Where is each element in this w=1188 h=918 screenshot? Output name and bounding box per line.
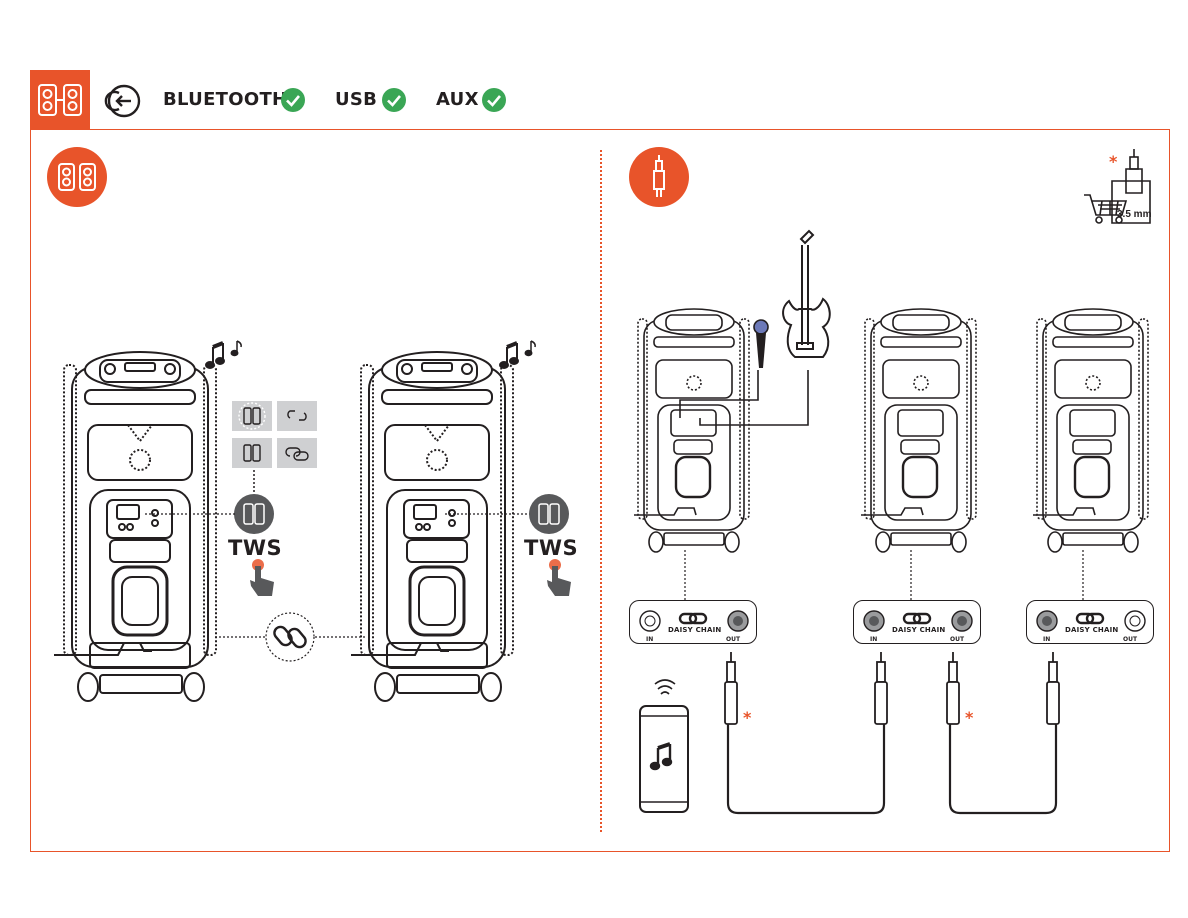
input-source-icon: [104, 84, 141, 118]
dotted-connector: [1082, 550, 1084, 600]
out-label: OUT: [1123, 636, 1138, 643]
tws-label: TWS: [524, 536, 579, 560]
daisy-chain-panel: DAISY CHAIN IN OUT: [629, 600, 757, 644]
check-circle-icon: [482, 88, 506, 112]
out-label: OUT: [950, 636, 965, 643]
music-note-icon: [649, 742, 673, 771]
cable-size-label: 3.5 mm: [1117, 209, 1152, 220]
daisy-chain-label: DAISY CHAIN: [668, 626, 722, 634]
bluetooth-label: BLUETOOTH: [163, 89, 288, 110]
tws-button-icon: [529, 494, 569, 534]
in-label: IN: [1043, 636, 1051, 643]
music-note-icon: [205, 340, 242, 369]
press-finger-icon: [547, 559, 571, 596]
chain-link-icon: [902, 612, 932, 625]
in-label: IN: [870, 636, 878, 643]
wifi-signal-icon: [654, 679, 676, 695]
dotted-connector: [910, 550, 912, 600]
aux-label: AUX: [436, 89, 479, 110]
daisy-chain-label: DAISY CHAIN: [1065, 626, 1119, 634]
tws-mode-badge: [47, 147, 107, 207]
tws-button-icon: [234, 470, 274, 534]
guitar-icon: [782, 229, 831, 358]
music-note-icon: [499, 340, 536, 369]
asterisk-mark: *: [965, 708, 974, 727]
instrument-cables: [679, 370, 809, 426]
check-circle-icon: [382, 88, 406, 112]
dotted-connector: [684, 550, 686, 600]
microphone-icon: [753, 319, 769, 368]
party-speaker-chain-2: [861, 308, 977, 553]
tws-label: TWS: [228, 536, 283, 560]
daisy-chain-label: DAISY CHAIN: [892, 626, 946, 634]
aux-mode-badge: [629, 147, 689, 207]
chain-link-icon: [273, 625, 307, 649]
tws-dotted-connector: [445, 513, 535, 515]
speaker-mode-tab: [30, 70, 90, 130]
aux-cables: [724, 652, 1060, 815]
two-speakers-icon: [58, 163, 96, 191]
usb-label: USB: [335, 89, 378, 110]
chain-link-icon: [1075, 612, 1105, 625]
tws-dotted-connector: [145, 513, 235, 515]
chain-link-icon: [678, 612, 708, 625]
party-speaker-chain-1: [634, 308, 750, 553]
daisy-chain-panel: DAISY CHAIN IN OUT: [853, 600, 981, 644]
check-circle-icon: [281, 88, 305, 112]
tws-link: [215, 612, 365, 662]
party-speaker-right: [351, 351, 514, 702]
asterisk-mark: *: [1109, 152, 1118, 171]
press-finger-icon: [250, 559, 274, 596]
asterisk-mark: *: [743, 708, 752, 727]
shopping-cart-icon: [1084, 149, 1151, 224]
in-label: IN: [646, 636, 654, 643]
instruction-frame: [30, 129, 1170, 852]
party-speaker-left: [54, 351, 217, 702]
daisy-chain-panel: DAISY CHAIN IN OUT: [1026, 600, 1154, 644]
party-speaker-chain-3: [1033, 308, 1149, 553]
smartphone-icon: [639, 679, 689, 813]
audio-jack-icon: [653, 155, 665, 197]
out-label: OUT: [726, 636, 741, 643]
two-speakers-icon: [38, 84, 82, 116]
panel-divider: [600, 150, 602, 832]
tws-pairing-indicator: [232, 401, 317, 468]
